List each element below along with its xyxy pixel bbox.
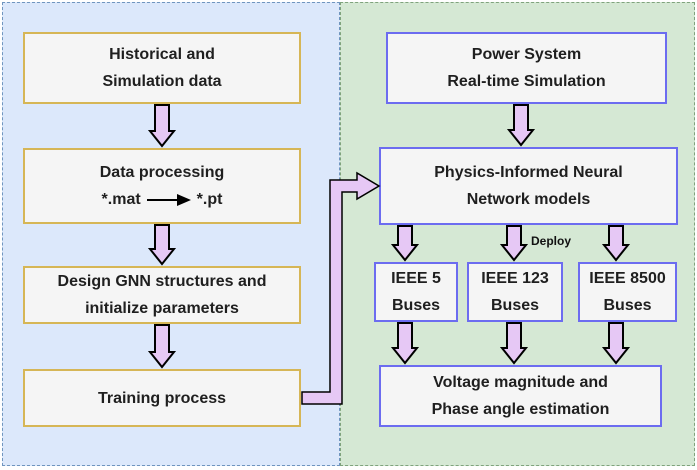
deploy-label: Deploy (531, 234, 572, 248)
design-line-2: initialize parameters (85, 300, 239, 317)
right-arrow-icon (146, 193, 191, 206)
arrow-ieee8500-to-output (601, 322, 631, 365)
power-line-1: Power System (471, 46, 582, 63)
arrow-pinn-to-ieee8500 (601, 225, 631, 262)
arrow-ieee5-to-output (390, 322, 420, 365)
ieee8500-line-2: Buses (603, 297, 652, 314)
mat-format-label: *.mat (101, 191, 141, 208)
pt-format-label: *.pt (196, 191, 223, 208)
ieee5-line-2: Buses (391, 297, 441, 314)
data-processing-box: Data processing *.mat *.pt (23, 148, 301, 224)
historical-line-1: Historical and (109, 46, 215, 63)
ieee123-box: IEEE 123 Buses (467, 262, 563, 322)
voltage-line-2: Phase angle estimation (431, 401, 610, 418)
ieee8500-box: IEEE 8500 Buses (578, 262, 677, 322)
arrow-pinn-to-ieee123 (499, 225, 529, 262)
arrow-ieee123-to-output (499, 322, 529, 365)
training-label: Training process (97, 389, 227, 407)
design-line-1: Design GNN structures and (57, 273, 267, 290)
power-system-box: Power System Real-time Simulation (386, 32, 667, 104)
ieee5-line-1: IEEE 5 (391, 270, 441, 287)
pinn-line-1: Physics-Informed Neural (434, 164, 623, 181)
voltage-estimation-box: Voltage magnitude and Phase angle estima… (379, 365, 662, 427)
arrow-training-to-pinn (301, 171, 381, 405)
conversion-row: *.mat *.pt (102, 186, 223, 213)
arrow-design-to-training (147, 324, 177, 369)
pinn-models-box: Physics-Informed Neural Network models (379, 147, 678, 225)
arrow-power-to-pinn (506, 104, 536, 147)
power-line-2: Real-time Simulation (447, 73, 606, 90)
arrow-pinn-to-ieee5 (390, 225, 420, 262)
voltage-line-1: Voltage magnitude and (433, 374, 608, 391)
ieee123-line-2: Buses (490, 297, 540, 314)
arrow-historical-to-processing (147, 104, 177, 148)
design-gnn-box: Design GNN structures and initialize par… (23, 266, 301, 324)
historical-data-box: Historical and Simulation data (23, 32, 301, 104)
ieee8500-line-1: IEEE 8500 (589, 270, 666, 287)
data-processing-title: Data processing (99, 164, 225, 181)
pinn-line-2: Network models (466, 191, 591, 208)
ieee5-box: IEEE 5 Buses (374, 262, 458, 322)
training-process-box: Training process (23, 369, 301, 427)
historical-line-2: Simulation data (102, 73, 222, 90)
arrow-processing-to-design (147, 224, 177, 266)
ieee123-line-1: IEEE 123 (481, 270, 549, 287)
